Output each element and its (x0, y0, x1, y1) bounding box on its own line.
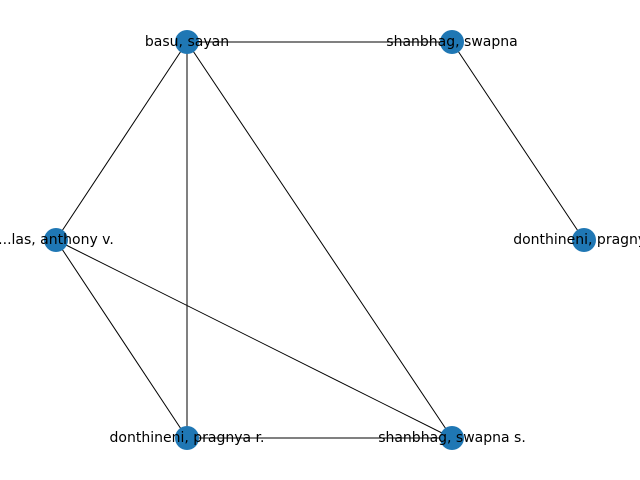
edge-basu-anthony (55, 41, 188, 241)
node-anthony (44, 228, 68, 252)
labels-layer: basu, sayan shanbhag, swapna donthineni, p… (0, 34, 640, 446)
nodes-layer (44, 30, 596, 450)
edge-anthony-shanbhag2 (55, 239, 453, 439)
node-label-donthineni2: donthineni, pragnya r. (110, 430, 265, 446)
node-label-shanbhag2: shanbhag, swapna s. (378, 430, 526, 446)
node-basu (175, 30, 199, 54)
edge-basu-shanbhag2 (186, 41, 453, 439)
node-label-donthineni1: donthineni, pragnya (513, 232, 640, 248)
edge-anthony-donthineni2 (55, 239, 188, 439)
edge-shanbhag1-donthineni1 (451, 41, 585, 241)
node-donthineni1 (572, 228, 596, 252)
node-donthineni2 (175, 426, 199, 450)
edges-layer (55, 41, 585, 439)
node-label-shanbhag1: shanbhag, swapna (386, 34, 517, 50)
node-shanbhag1 (440, 30, 464, 54)
node-label-anthony: ...las, anthony v. (0, 232, 114, 248)
node-shanbhag2 (440, 426, 464, 450)
node-label-basu: basu, sayan (145, 34, 229, 50)
